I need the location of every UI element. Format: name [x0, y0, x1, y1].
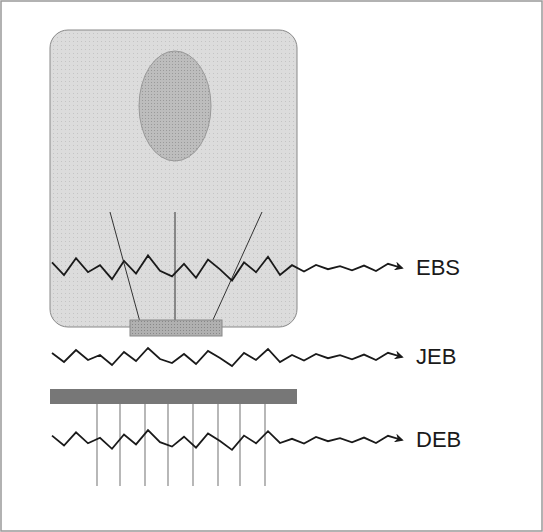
signal-label: JEB	[416, 346, 456, 368]
signal-label: DEB	[416, 429, 461, 451]
detector-element	[144, 404, 145, 486]
beam-line	[175, 212, 176, 322]
source	[130, 320, 222, 336]
detector-element	[264, 404, 265, 486]
beam-line	[110, 212, 140, 322]
signal-wave	[52, 348, 402, 366]
detector-bar	[50, 389, 297, 404]
object-body	[50, 30, 297, 327]
signals	[52, 255, 402, 450]
detector-elements	[97, 404, 265, 486]
signal-wave	[52, 430, 402, 450]
signal-label: EBS	[416, 257, 460, 279]
detector-element	[217, 404, 218, 486]
detector-element	[96, 404, 97, 486]
signal-wave	[52, 255, 402, 280]
beam-line	[212, 212, 262, 322]
detector-element	[119, 404, 120, 486]
organ	[139, 51, 211, 161]
detector-element	[239, 404, 240, 486]
